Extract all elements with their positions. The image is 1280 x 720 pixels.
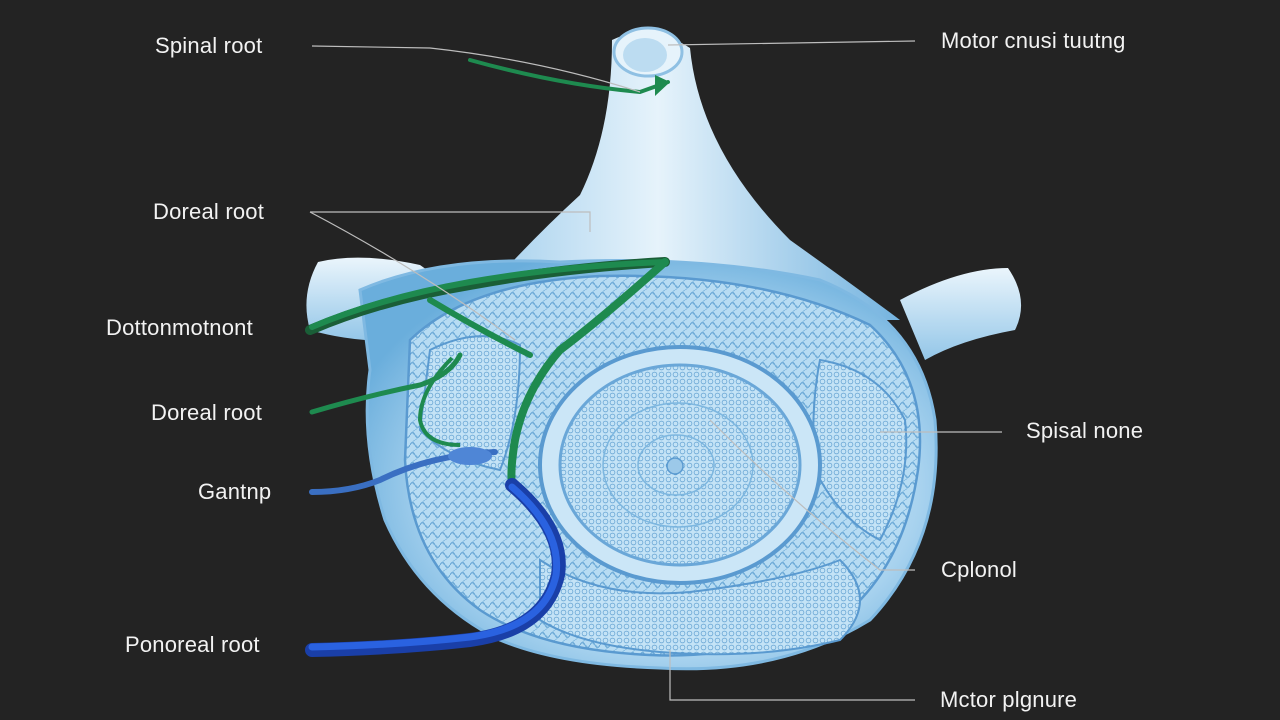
- label-ganting: Gantnp: [198, 479, 272, 504]
- nerve-green-branch: [507, 258, 669, 489]
- label-doreal-root-1: Doreal root: [153, 199, 265, 224]
- label-motor-top: Motor cnusi tuutng: [941, 28, 1126, 53]
- label-dottonmotnont: Dottonmotnont: [106, 315, 253, 340]
- right-wing: [900, 268, 1022, 360]
- label-doreal-root-2: Doreal root: [151, 400, 263, 425]
- leader-lines: [309, 40, 1002, 701]
- label-ponoreal-root: Ponoreal root: [125, 632, 260, 657]
- nerve-green-lower: [309, 352, 463, 415]
- label-cplonol: Cplonol: [941, 557, 1018, 582]
- label-spisal-none: Spisal none: [1026, 418, 1144, 443]
- nerve-green-top: [468, 58, 670, 95]
- label-spinal-root: Spinal root: [155, 33, 263, 58]
- label-motor-bottom: Mctor plgnure: [940, 687, 1078, 712]
- stalk: [460, 32, 900, 321]
